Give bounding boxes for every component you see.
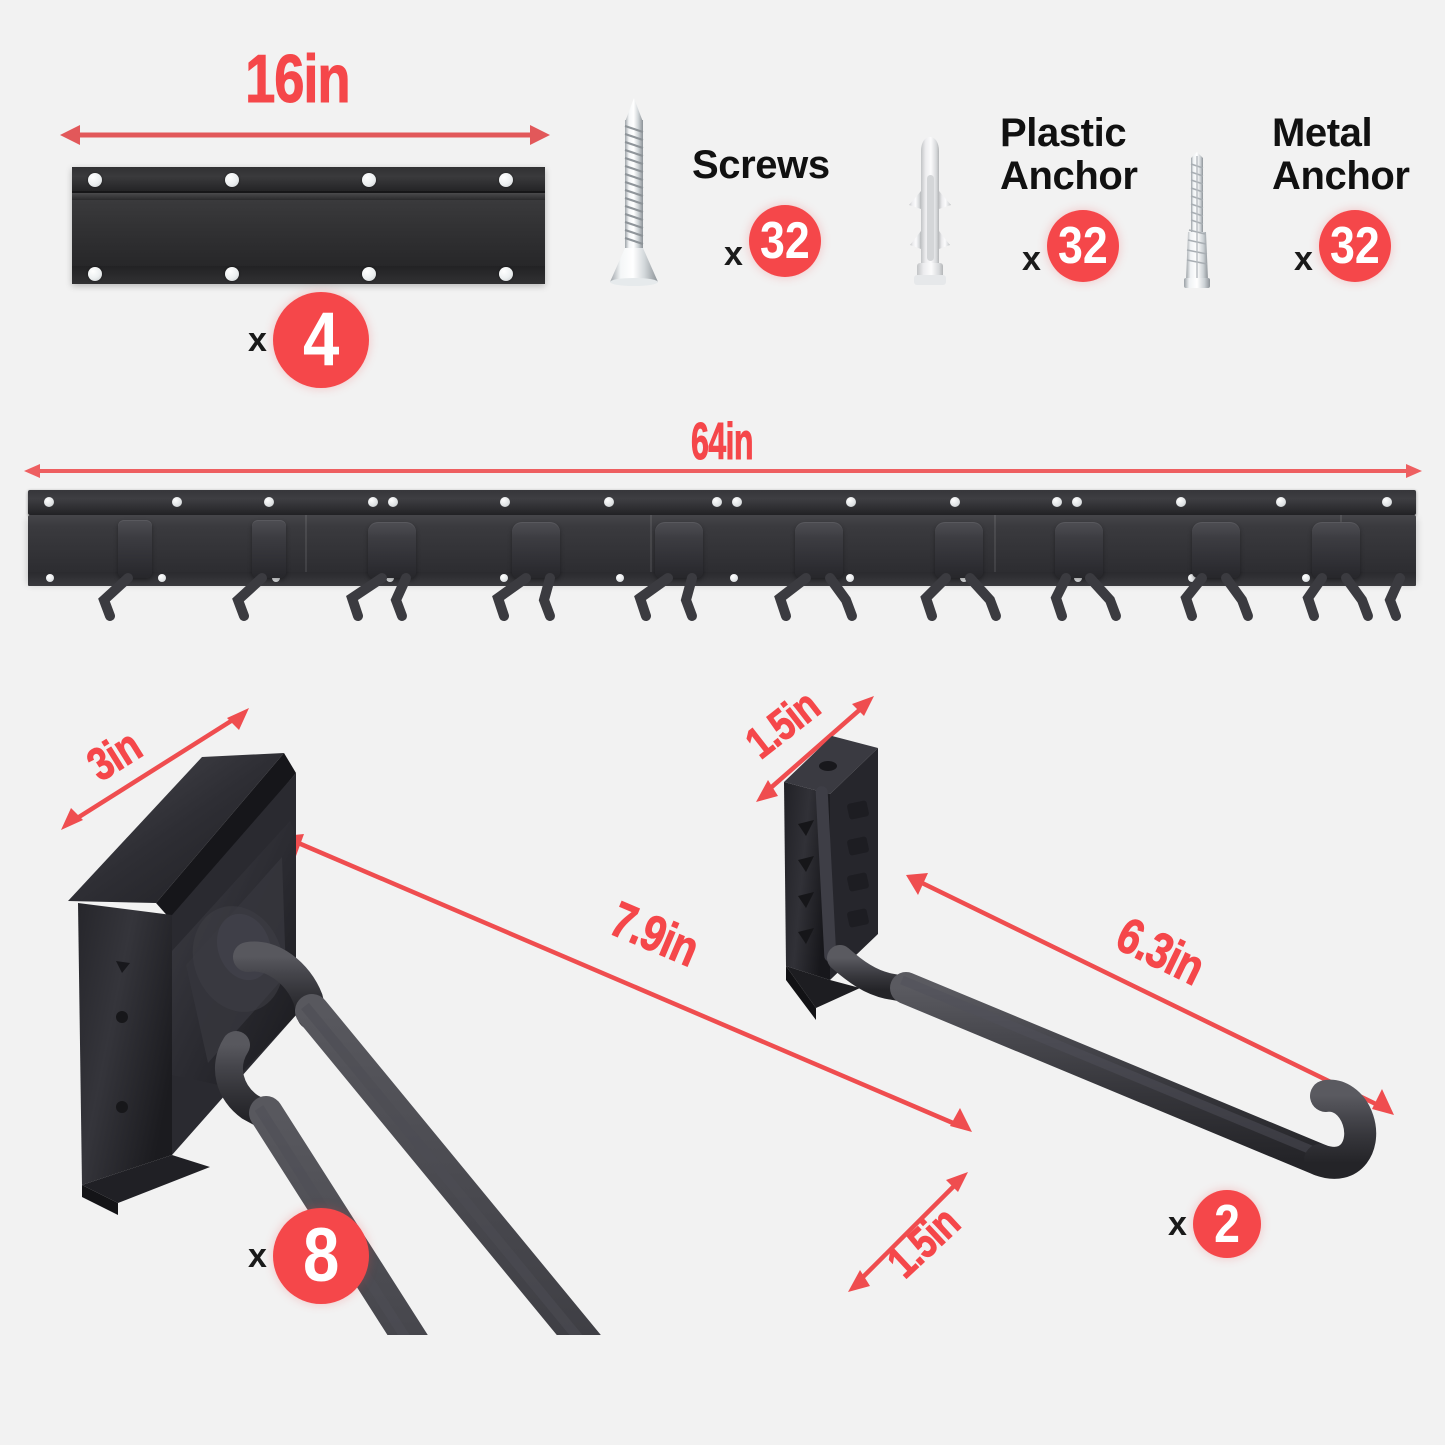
count-multiplier-symbol: x xyxy=(1168,1205,1187,1243)
mounting-hole xyxy=(386,574,394,582)
rail-16in-face xyxy=(72,200,545,266)
rail-16in-bottom-edge xyxy=(72,266,545,284)
dimension-arrow-6-3in xyxy=(906,873,1394,1115)
dimension-arrow-1-5in-gap xyxy=(848,1172,968,1292)
count-badge-value-2: 2 xyxy=(1192,1190,1261,1258)
hardware-label-line2: Anchor xyxy=(1000,154,1138,199)
count-badge-plastic-anchor: x 32 xyxy=(1022,210,1119,282)
mounting-hole xyxy=(1302,574,1310,582)
rail-16in-panel xyxy=(72,167,545,284)
metal-anchor-icon xyxy=(1184,152,1210,288)
rail-hook-plate xyxy=(1312,522,1360,578)
dimension-arrow-16in xyxy=(60,125,550,145)
rail-hook-plate xyxy=(368,522,416,578)
mounting-hole xyxy=(732,497,742,507)
mounting-hole xyxy=(1074,574,1082,582)
dimension-label-64in: 64in xyxy=(690,413,754,472)
count-badge-rail-16in: x 4 xyxy=(248,292,369,388)
rail-hook-plate xyxy=(935,522,983,578)
mounting-hole xyxy=(1072,497,1082,507)
rail-segment-divider xyxy=(994,515,996,581)
mounting-hole xyxy=(846,497,856,507)
mounting-hole xyxy=(88,267,102,281)
mounting-hole xyxy=(500,497,510,507)
rail-hook-plate xyxy=(1192,522,1240,578)
mounting-hole xyxy=(46,574,54,582)
mounting-hole xyxy=(500,574,508,582)
count-badge-value-8: 8 xyxy=(272,1208,369,1304)
hardware-label-line1: Plastic xyxy=(1000,111,1127,155)
count-multiplier-symbol: x xyxy=(724,235,743,273)
plastic-anchor-icon xyxy=(909,137,951,285)
rail-hook-plate xyxy=(795,522,843,578)
count-multiplier-symbol: x xyxy=(1294,240,1313,278)
mounting-hole xyxy=(846,574,854,582)
mounting-hole xyxy=(616,574,624,582)
mounting-hole xyxy=(1382,497,1392,507)
screw-icon xyxy=(610,98,658,286)
count-badge-single-hook: x 2 xyxy=(1168,1190,1261,1258)
mounting-hole xyxy=(1396,574,1404,582)
count-badge-value-32: 32 xyxy=(748,205,821,277)
count-badge-value-4: 4 xyxy=(272,292,369,388)
mounting-hole xyxy=(950,497,960,507)
rail-64in-top-bar xyxy=(28,490,1416,515)
mounting-hole xyxy=(730,574,738,582)
count-badge-screws: x 32 xyxy=(724,205,821,277)
mounting-hole xyxy=(960,574,968,582)
mounting-hole xyxy=(604,497,614,507)
mounting-hole xyxy=(225,173,239,187)
count-multiplier-symbol: x xyxy=(248,321,267,359)
rail-hook-plate xyxy=(512,522,560,578)
count-badge-value-32: 32 xyxy=(1318,210,1391,282)
count-badge-double-hook: x 8 xyxy=(248,1208,369,1304)
mounting-hole xyxy=(1276,497,1286,507)
rail-hook-plate xyxy=(252,520,286,578)
mounting-hole xyxy=(362,173,376,187)
rail-hook-plate xyxy=(1055,522,1103,578)
rail-hook-plate xyxy=(118,520,152,578)
mounting-hole xyxy=(158,574,166,582)
mounting-hole xyxy=(1176,497,1186,507)
mounting-hole xyxy=(362,267,376,281)
rail-16in-top-edge xyxy=(72,167,545,193)
mounting-hole xyxy=(172,497,182,507)
mounting-hole xyxy=(88,173,102,187)
count-multiplier-symbol: x xyxy=(1022,240,1041,278)
dimension-arrow-64in xyxy=(24,464,1422,478)
hardware-label-line1: Metal xyxy=(1272,111,1373,155)
mounting-hole xyxy=(368,497,378,507)
mounting-hole xyxy=(264,497,274,507)
count-multiplier-symbol: x xyxy=(248,1237,267,1275)
mounting-hole xyxy=(44,497,54,507)
rail-hook-plate xyxy=(655,522,703,578)
mounting-hole xyxy=(499,267,513,281)
mounting-hole xyxy=(388,497,398,507)
hardware-label-plastic-anchor: Plastic Anchor xyxy=(1000,111,1138,199)
rail-segment-divider xyxy=(305,515,307,581)
mounting-hole xyxy=(712,497,722,507)
count-badge-metal-anchor: x 32 xyxy=(1294,210,1391,282)
dimension-arrow-3in xyxy=(61,708,249,830)
hardware-label-metal-anchor: Metal Anchor xyxy=(1272,111,1410,199)
hardware-label-screws: Screws xyxy=(692,143,830,187)
single-bar-hook-illustration xyxy=(784,736,1377,1179)
hardware-label-line1: Screws xyxy=(692,143,830,187)
rail-segment-divider xyxy=(650,515,652,581)
dimension-label-16in: 16in xyxy=(245,41,351,118)
mounting-hole xyxy=(1052,497,1062,507)
mounting-hole xyxy=(499,173,513,187)
dimension-arrow-1-5in-width xyxy=(756,696,874,802)
rail-16in-lip xyxy=(72,193,545,200)
count-badge-value-32: 32 xyxy=(1046,210,1119,282)
mounting-hole xyxy=(225,267,239,281)
hardware-label-line2: Anchor xyxy=(1272,154,1410,199)
mounting-hole xyxy=(272,574,280,582)
